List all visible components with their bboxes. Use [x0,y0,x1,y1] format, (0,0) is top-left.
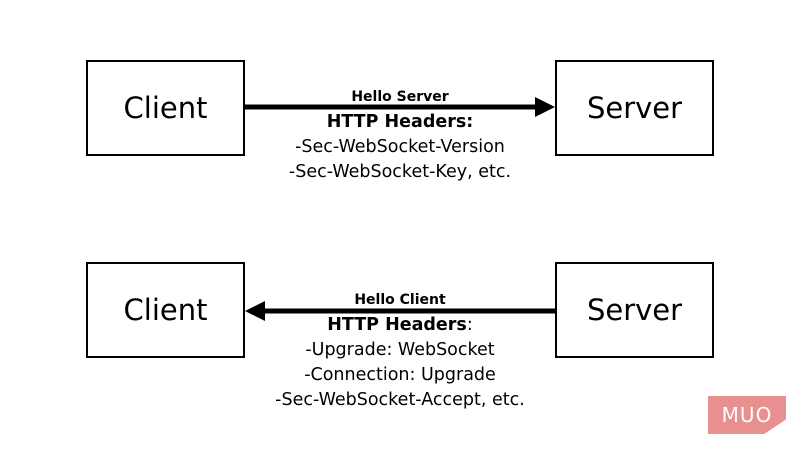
server-box-bottom: Server [555,262,714,358]
request-header-item: -Sec-WebSocket-Version [295,137,505,157]
muo-logo-text: MUO [721,403,773,427]
server-label-bottom: Server [586,293,683,327]
request-headers-label: HTTP Headers: [326,112,474,132]
request-headers-block: HTTP Headers: -Sec-WebSocket-Version -Se… [240,110,560,185]
response-arrow-head [245,301,265,321]
client-label-bottom: Client [123,293,208,327]
server-box-top: Server [555,60,714,156]
client-label-top: Client [123,91,208,125]
client-box-bottom: Client [86,262,245,358]
response-header-item: -Connection: Upgrade [304,365,496,385]
client-box-top: Client [86,60,245,156]
server-label-top: Server [586,91,683,125]
response-header-item: -Upgrade: WebSocket [305,340,495,360]
request-message-title: Hello Server [351,89,449,105]
response-headers-label-line: HTTP Headers: [240,313,560,338]
response-headers-block: HTTP Headers: -Upgrade: WebSocket -Conne… [240,313,560,413]
request-header-item: -Sec-WebSocket-Key, etc. [288,162,512,182]
response-header-item: -Sec-WebSocket-Accept, etc. [275,390,525,410]
response-headers-colon: : [466,315,473,335]
request-arrow-head [535,97,555,117]
response-message-title: Hello Client [354,292,446,308]
muo-logo: MUO [708,396,786,434]
response-headers-label: HTTP Headers [327,315,467,335]
